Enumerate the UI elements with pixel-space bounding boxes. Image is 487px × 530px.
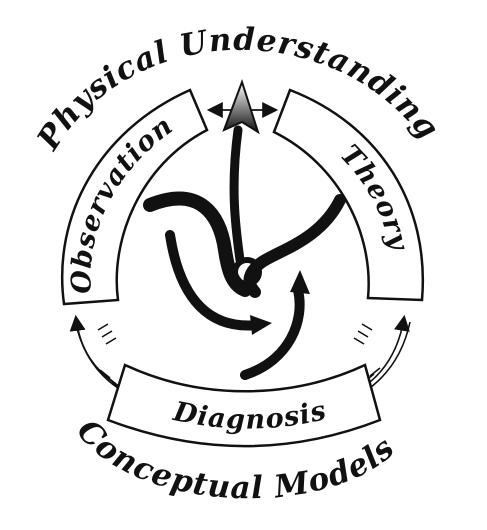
feather-left-upper-icon: [97, 323, 117, 345]
right-swoosh: [243, 194, 346, 298]
lower-left-arrow-head-icon: [250, 315, 272, 335]
central-swirl: [143, 78, 346, 380]
feather-right-upper-icon: [353, 323, 373, 345]
up-arrow-shaft: [229, 125, 245, 265]
central-loop: [232, 257, 262, 287]
lower-left-curve: [165, 230, 263, 331]
lower-right-arrow-head-icon: [290, 270, 310, 294]
lower-right-curve: [240, 285, 305, 380]
left-swoosh: [143, 191, 252, 297]
diagnosis-node: Diagnosis: [106, 363, 382, 448]
up-arrow-head-icon: [222, 78, 260, 135]
